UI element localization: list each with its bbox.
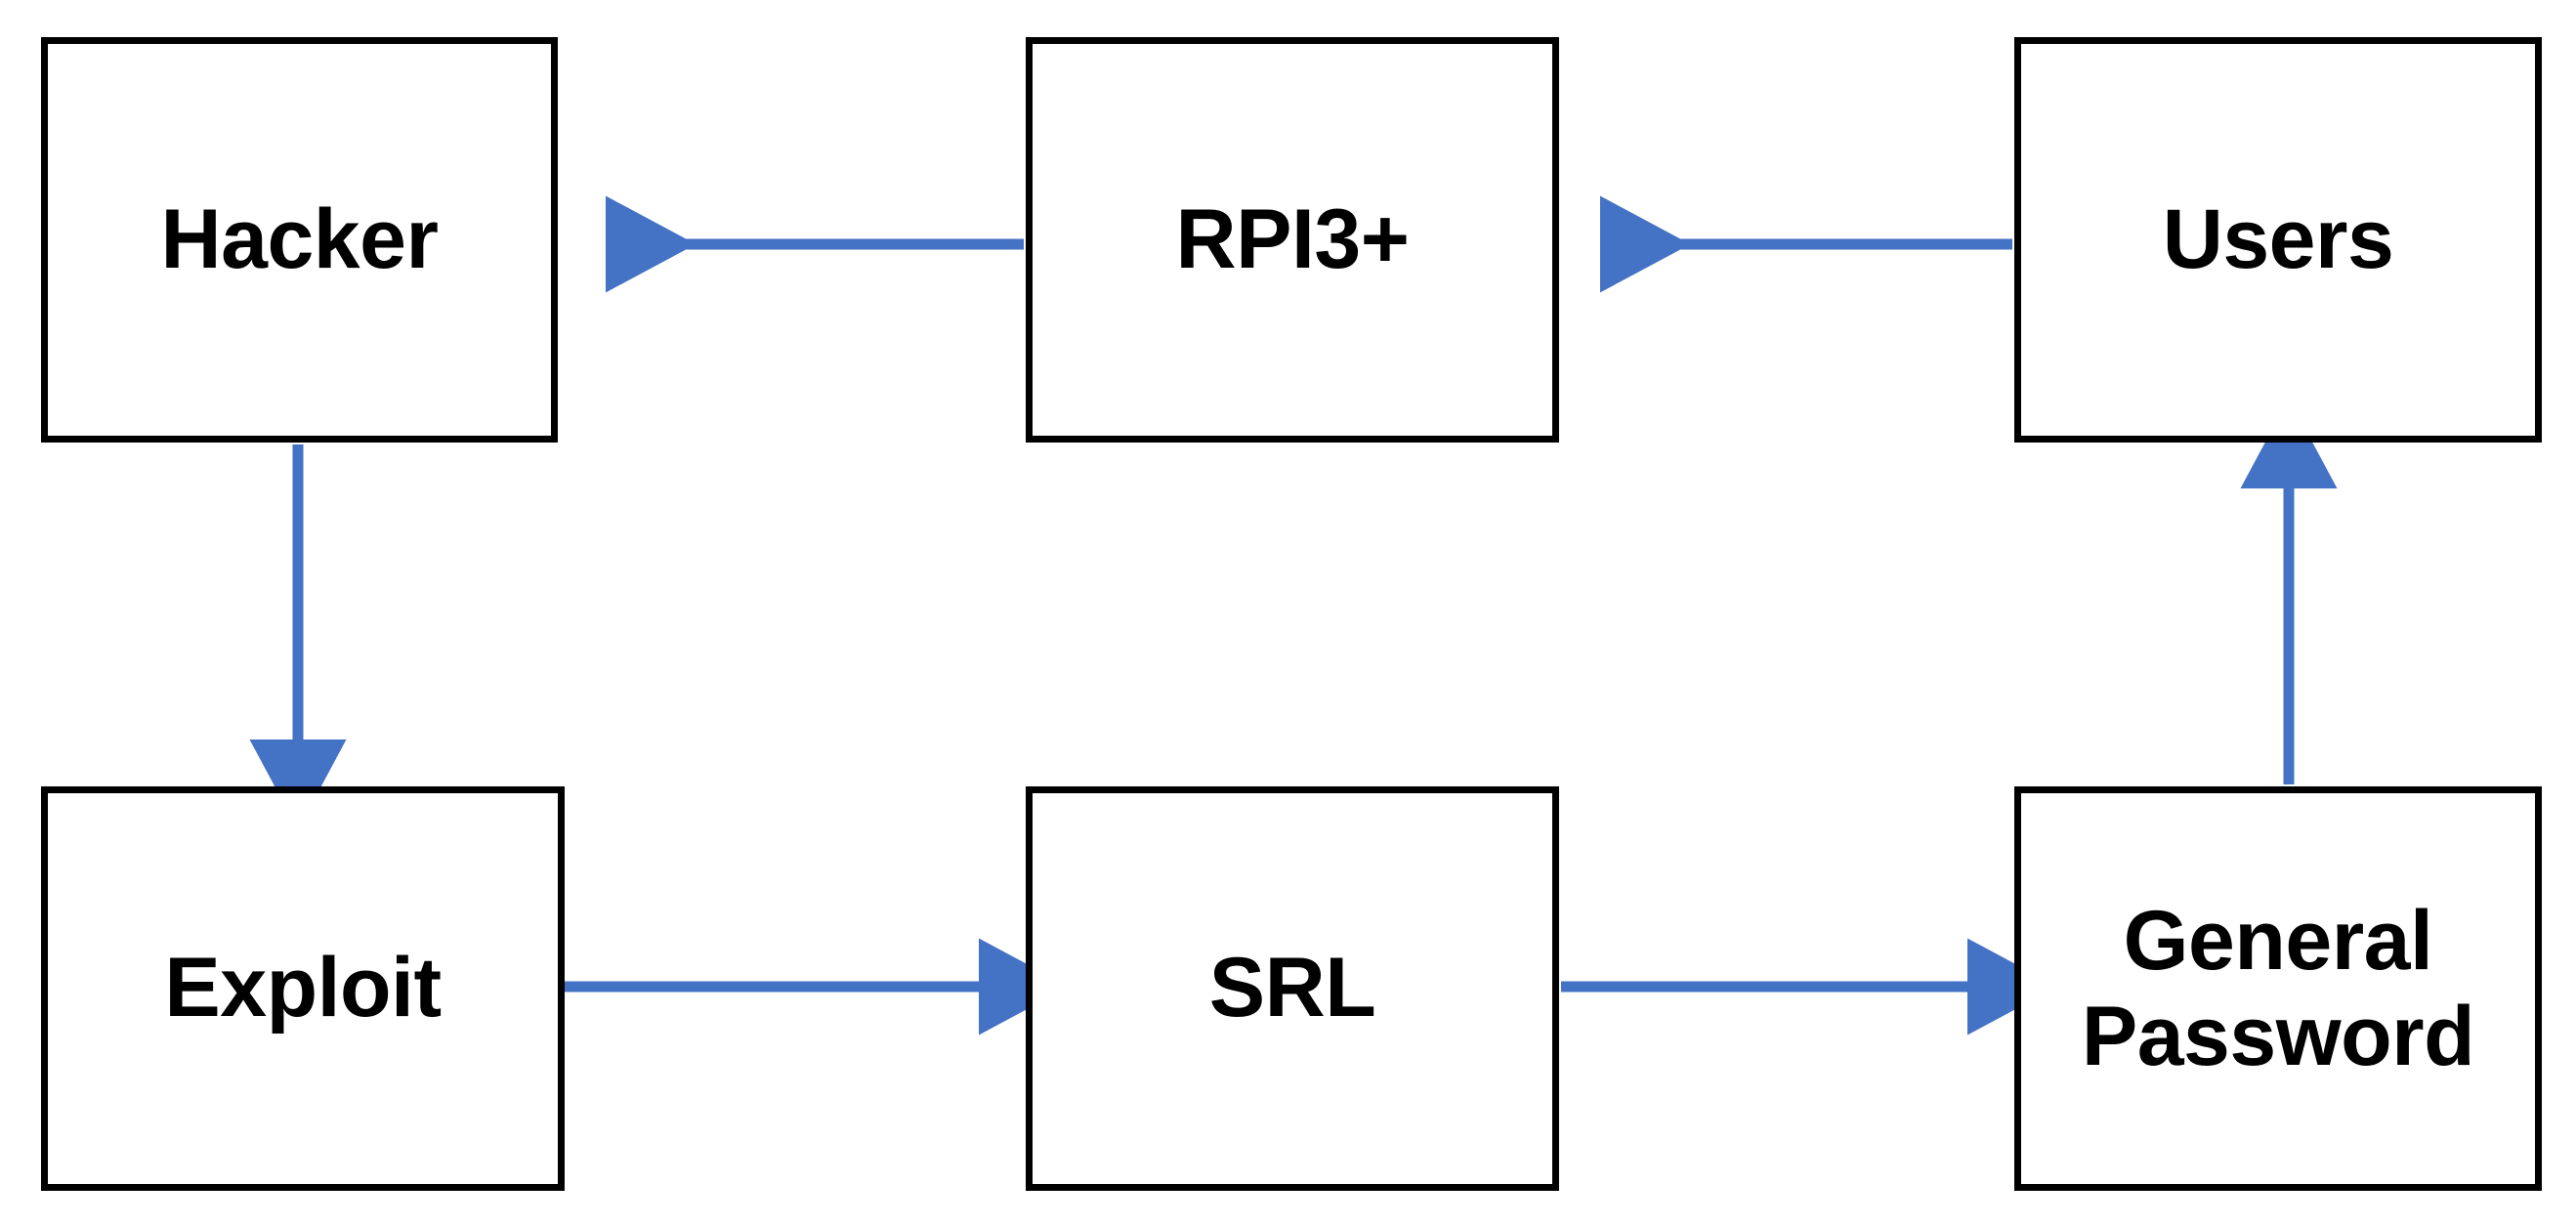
node-exploit[interactable]: Exploit [41,786,565,1191]
node-hacker-label: Hacker [160,191,439,286]
node-rpi3-label: RPI3+ [1175,191,1410,286]
node-users-label: Users [2162,191,2394,286]
node-rpi3[interactable]: RPI3+ [1026,37,1559,443]
node-exploit-label: Exploit [164,941,442,1036]
node-general-password-label: General Password [2081,893,2475,1083]
node-users[interactable]: Users [2014,37,2542,443]
node-hacker[interactable]: Hacker [41,37,558,443]
node-general-password[interactable]: General Password [2014,786,2542,1191]
node-srl[interactable]: SRL [1026,786,1559,1191]
node-srl-label: SRL [1208,941,1376,1036]
